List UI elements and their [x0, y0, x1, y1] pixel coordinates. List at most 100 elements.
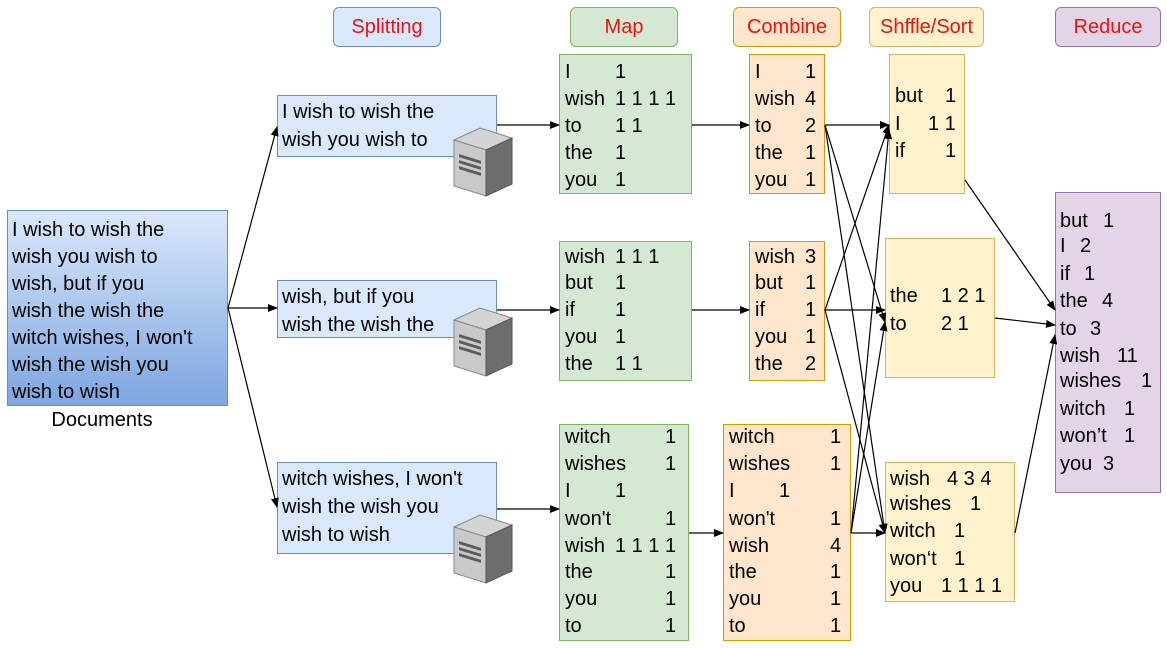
- documents-box: I wish to wish the wish you wish to wish…: [7, 210, 228, 406]
- combine-word: witch: [729, 426, 775, 448]
- header-shuffle-sort: Shffle/Sort: [869, 7, 984, 47]
- shuffle-word: won‘t: [890, 548, 937, 570]
- combine-count: 3: [805, 246, 817, 268]
- shuffle-count: 1: [945, 140, 957, 162]
- map-word: wish: [565, 88, 606, 110]
- reduce-box: but 1 I 2 if 1 the 4 to 3 wish 11 wishes…: [1055, 192, 1161, 493]
- combine-word: to: [729, 615, 746, 637]
- reduce-count: 1: [1124, 398, 1136, 420]
- map-word: I: [565, 61, 571, 83]
- map-count: 1: [665, 588, 677, 610]
- combine-word: wish: [755, 88, 796, 110]
- combine-count: 1: [805, 142, 817, 164]
- combine-count: 2: [805, 115, 817, 137]
- split-box-2: wish, but if you wish the wish the: [277, 280, 497, 338]
- reduce-word: to: [1060, 318, 1077, 340]
- combine-word: wishes: [729, 453, 791, 475]
- shuffle-box-3: wish 4 3 4 wishes 1 witch 1 won‘t 1 you …: [885, 462, 1015, 602]
- split-box-1: I wish to wish the wish you wish to: [277, 95, 497, 157]
- map-word: I: [565, 480, 571, 502]
- map-box-1: I 1 wish 1 1 1 1 to 1 1 the 1 you 1: [559, 54, 692, 194]
- combine-count: 1: [830, 453, 842, 475]
- reduce-word: witch: [1060, 398, 1106, 420]
- map-count: 1: [665, 615, 677, 637]
- combine-word: the: [755, 142, 783, 164]
- map-word: to: [565, 115, 582, 137]
- map-word: the: [565, 353, 593, 375]
- map-count: 1 1 1: [615, 246, 660, 268]
- map-count: 1: [615, 61, 627, 83]
- split-text: I wish to wish the wish you wish to: [282, 101, 435, 151]
- combine-count: 1: [805, 299, 817, 321]
- combine-count: 1: [830, 588, 842, 610]
- header-combine: Combine: [733, 7, 841, 47]
- combine-word: you: [729, 588, 762, 610]
- shuffle-word: I: [895, 113, 901, 135]
- map-count: 1 1 1 1: [615, 535, 677, 557]
- map-count: 1: [615, 480, 627, 502]
- map-count: 1: [665, 508, 677, 530]
- combine-count: 1: [779, 480, 791, 502]
- combine-word: you: [755, 169, 788, 191]
- map-box-3: witch 1 wishes 1 I 1 won't 1 wish 1 1 1 …: [559, 424, 689, 641]
- reduce-count: 2: [1080, 235, 1092, 257]
- combine-word: the: [729, 561, 757, 583]
- reduce-word: you: [1060, 453, 1093, 475]
- reduce-count: 1: [1141, 370, 1153, 392]
- shuffle-word: you: [890, 575, 923, 597]
- combine-box-2: wish 3 but 1 if 1 you 1 the 2: [749, 241, 825, 381]
- map-count: 1: [615, 299, 627, 321]
- reduce-word: but: [1060, 210, 1088, 232]
- combine-count: 1: [830, 615, 842, 637]
- reduce-count: 1: [1124, 425, 1136, 447]
- arrow: [1014, 334, 1058, 534]
- server-icon: [452, 514, 514, 584]
- combine-count: 1: [830, 561, 842, 583]
- arrow: [227, 126, 279, 309]
- reduce-word: the: [1060, 290, 1088, 312]
- map-word: wishes: [565, 453, 627, 475]
- shuffle-word: wish: [890, 468, 931, 490]
- map-count: 1 1: [615, 353, 643, 375]
- reduce-word: I: [1060, 235, 1066, 257]
- combine-word: wish: [729, 535, 770, 557]
- reduce-count: 1: [1103, 210, 1115, 232]
- combine-count: 1: [805, 169, 817, 191]
- map-word: to: [565, 615, 582, 637]
- map-word: wish: [565, 535, 606, 557]
- server-icon: [452, 127, 514, 197]
- header-map: Map: [570, 7, 678, 47]
- server-icon: [452, 307, 514, 377]
- header-reduce: Reduce: [1055, 7, 1161, 47]
- arrow: [850, 321, 888, 534]
- reduce-count: 4: [1102, 290, 1114, 312]
- map-count: 1: [615, 169, 627, 191]
- shuffle-word: the: [890, 285, 918, 307]
- reduce-count: 11: [1117, 345, 1138, 367]
- map-box-2: wish 1 1 1 but 1 if 1 you 1 the 1 1: [559, 241, 692, 381]
- map-count: 1 1 1 1: [615, 88, 677, 110]
- reduce-word: wish: [1060, 345, 1101, 367]
- map-count: 1: [615, 326, 627, 348]
- combine-word: the: [755, 353, 783, 375]
- arrow: [850, 129, 893, 534]
- map-word: if: [565, 299, 575, 321]
- combine-word: if: [755, 299, 765, 321]
- map-word: you: [565, 588, 598, 610]
- map-count: 1: [615, 272, 627, 294]
- shuffle-word: to: [890, 313, 907, 335]
- map-word: the: [565, 561, 593, 583]
- shuffle-word: if: [895, 140, 905, 162]
- map-word: wish: [565, 246, 606, 268]
- combine-word: you: [755, 326, 788, 348]
- map-count: 1: [665, 426, 677, 448]
- reduce-count: 3: [1090, 318, 1102, 340]
- shuffle-word: witch: [890, 520, 936, 542]
- shuffle-count: 1: [954, 548, 966, 570]
- map-word: won't: [565, 508, 612, 530]
- shuffle-count: 1: [945, 85, 957, 107]
- combine-word: but: [755, 272, 783, 294]
- combine-count: 1: [805, 61, 817, 83]
- arrow: [994, 317, 1056, 328]
